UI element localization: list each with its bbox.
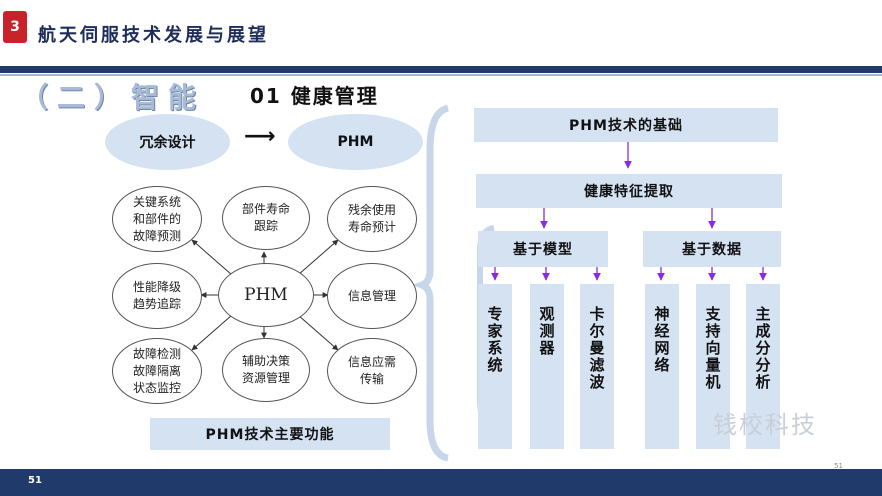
node-remaining-life: 残余使用 寿命预计 [327,186,417,252]
arrow-to-info-transmission [297,314,339,351]
node-decision-support: 辅助决策 资源管理 [222,338,310,402]
large-bracket [412,104,450,462]
phm-arrow-lines [191,239,339,351]
redundancy-design-label: 冗余设计 [139,135,196,151]
header-bar-accent [0,74,882,76]
branch-model-based: 基于模型 [478,231,608,267]
branch-model-label: 基于模型 [513,242,573,258]
right-arrow-icon: ⟶ [244,124,276,149]
section-title: 航天伺服技术发展与展望 [38,25,269,46]
leaf-expert-system: 专家系统 [478,284,512,449]
node-fault-detection: 故障检测 故障隔离 状态监控 [112,338,202,404]
branch-data-label: 基于数据 [682,242,742,258]
subsection-number-title: 01 健康管理 [250,84,379,108]
tree-arrows [491,142,767,281]
leaf-kalman-filter-label: 卡尔曼滤波 [587,306,606,391]
node-phm-center: PHM [218,263,314,327]
node-degradation-tracking: 性能降级 趋势追踪 [112,263,202,329]
footer-bar [0,469,882,496]
leaf-pca: 主成分分析 [746,284,780,449]
tree-feature-box: 健康特征提取 [476,174,782,208]
section-badge: 3 [3,11,27,43]
phm-ellipse: PHM [288,114,423,170]
small-page-number: 51 [834,462,843,470]
tree-root-box: PHM技术的基础 [474,108,778,142]
leaf-pca-label: 主成分分析 [753,306,772,391]
leaf-observer-label: 观测器 [537,306,556,357]
leaf-svm: 支持向量机 [696,284,730,449]
leaf-expert-system-label: 专家系统 [485,306,504,374]
page-number: 51 [28,475,42,486]
node-info-management: 信息管理 [327,263,417,329]
watermark-text: 钱校科技 [713,411,817,439]
phm-functions-caption: PHM技术主要功能 [150,418,390,450]
leaf-observer: 观测器 [530,284,564,449]
header-bar [0,66,882,73]
subsection-heading: （二）智能 [20,81,206,114]
leaf-svm-label: 支持向量机 [703,306,722,391]
tree-feature-label: 健康特征提取 [584,184,674,200]
leaf-neural-network-label: 神经网络 [652,306,671,374]
node-life-tracking: 部件寿命 跟踪 [222,186,310,250]
arrow-to-fault-prediction [191,239,233,276]
branch-data-based: 基于数据 [643,231,781,267]
redundancy-design-ellipse: 冗余设计 [105,114,230,170]
arrow-to-fault-detection [191,314,233,351]
node-info-transmission: 信息应需 传输 [327,338,417,404]
tree-root-label: PHM技术的基础 [569,118,683,134]
node-fault-prediction: 关键系统 和部件的 故障预测 [112,186,202,252]
leaf-kalman-filter: 卡尔曼滤波 [580,284,614,449]
leaf-neural-network: 神经网络 [645,284,679,449]
phm-ellipse-label: PHM [337,134,374,150]
arrow-to-remaining-life [297,239,339,276]
